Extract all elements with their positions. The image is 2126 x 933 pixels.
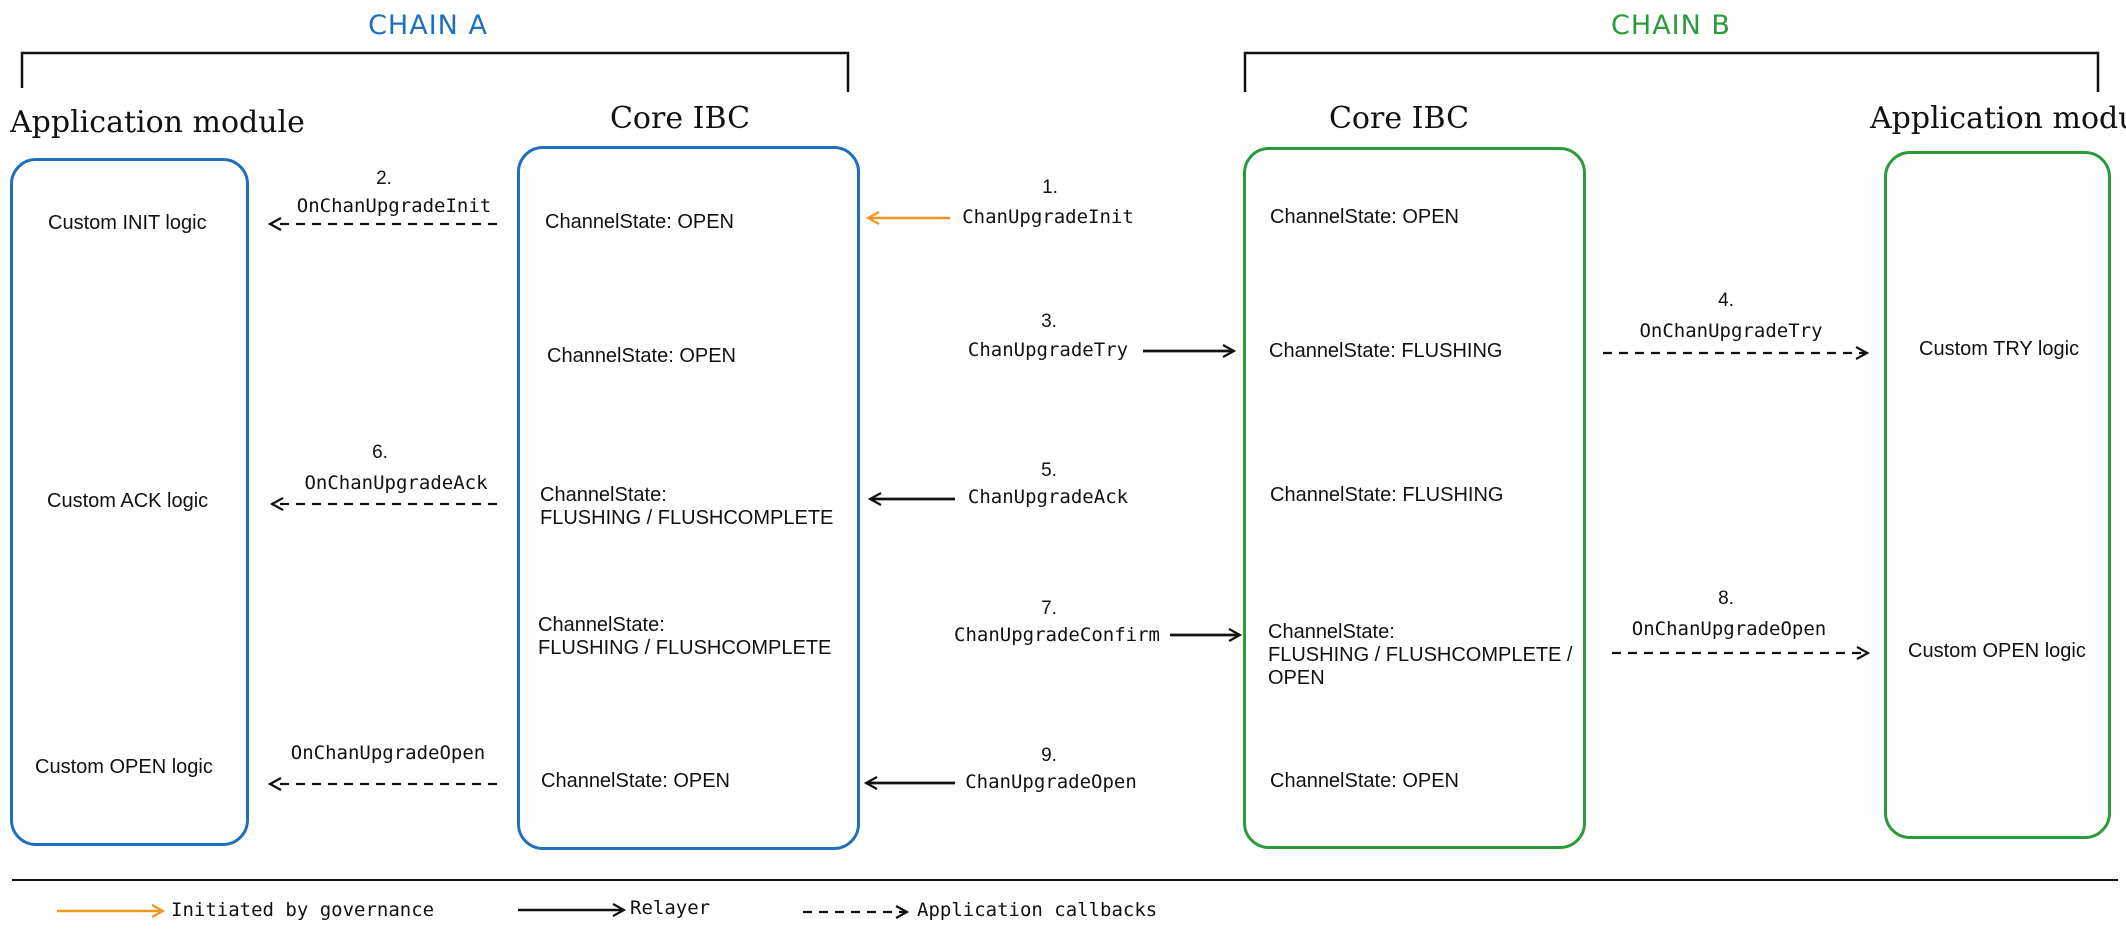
- step-9-label: ChanUpgradeOpen: [965, 771, 1137, 793]
- custom-open-logic-b: Custom OPEN logic: [1908, 640, 2086, 662]
- step-5-label: ChanUpgradeAck: [967, 486, 1129, 508]
- step-9-number: 9.: [1041, 745, 1057, 766]
- b-core-state-2: ChannelState: FLUSHING: [1269, 340, 1503, 362]
- step-6-label: OnChanUpgradeAck: [304, 472, 488, 494]
- a-core-state-2: ChannelState: OPEN: [547, 345, 736, 367]
- step-8-label: OnChanUpgradeOpen: [1631, 618, 1827, 640]
- step-4-label: OnChanUpgradeTry: [1639, 320, 1823, 342]
- chain-b-title: CHAIN B: [1611, 10, 1731, 41]
- step-7-number: 7.: [1041, 598, 1057, 619]
- legend-relayer-label: Relayer: [630, 897, 711, 919]
- step-1-number: 1.: [1042, 177, 1058, 198]
- chain-a-app-box: [10, 158, 249, 846]
- step-1-label: ChanUpgradeInit: [962, 206, 1134, 228]
- step-2-number: 2.: [376, 168, 392, 189]
- chain-a-core-box: [517, 146, 860, 850]
- chain-b-app-box: [1884, 151, 2111, 839]
- step-3-number: 3.: [1041, 311, 1057, 332]
- a-core-state-4: ChannelState: FLUSHING / FLUSHCOMPLETE: [538, 614, 832, 659]
- a-core-state-5: ChannelState: OPEN: [541, 770, 730, 792]
- a-core-state-3: ChannelState: FLUSHING / FLUSHCOMPLETE: [540, 484, 834, 529]
- step-8-number: 8.: [1718, 588, 1734, 609]
- custom-ack-logic: Custom ACK logic: [47, 490, 209, 512]
- legend-governance-label: Initiated by governance: [171, 899, 435, 921]
- legend-callbacks-label: Application callbacks: [917, 899, 1158, 921]
- step-10-label: OnChanUpgradeOpen: [290, 742, 486, 764]
- custom-try-logic: Custom TRY logic: [1919, 338, 2080, 360]
- chain-b-core-box: [1243, 147, 1586, 849]
- b-core-state-1: ChannelState: OPEN: [1270, 206, 1459, 228]
- step-6-number: 6.: [372, 442, 388, 463]
- b-core-state-5: ChannelState: OPEN: [1270, 770, 1459, 792]
- a-core-state-1: ChannelState: OPEN: [545, 211, 734, 233]
- step-4-number: 4.: [1718, 290, 1734, 311]
- b-core-state-3: ChannelState: FLUSHING: [1270, 484, 1504, 506]
- b-core-state-4: ChannelState: FLUSHING / FLUSHCOMPLETE /…: [1268, 621, 1573, 689]
- chain-a-app-title: Application module: [10, 105, 305, 140]
- custom-init-logic: Custom INIT logic: [48, 212, 207, 234]
- chain-b-app-title: Application module: [1870, 101, 2126, 136]
- chain-b-core-title: Core IBC: [1328, 101, 1470, 136]
- chain-a-title: CHAIN A: [368, 10, 488, 41]
- custom-open-logic-a: Custom OPEN logic: [35, 756, 213, 778]
- chain-a-core-title: Core IBC: [609, 101, 751, 136]
- chain-b-bracket: [1243, 51, 2100, 92]
- step-3-label: ChanUpgradeTry: [967, 339, 1129, 361]
- step-2-label: OnChanUpgradeInit: [296, 195, 492, 217]
- step-7-label: ChanUpgradeConfirm: [954, 624, 1160, 646]
- chain-a-bracket: [20, 51, 850, 92]
- step-5-number: 5.: [1041, 460, 1057, 481]
